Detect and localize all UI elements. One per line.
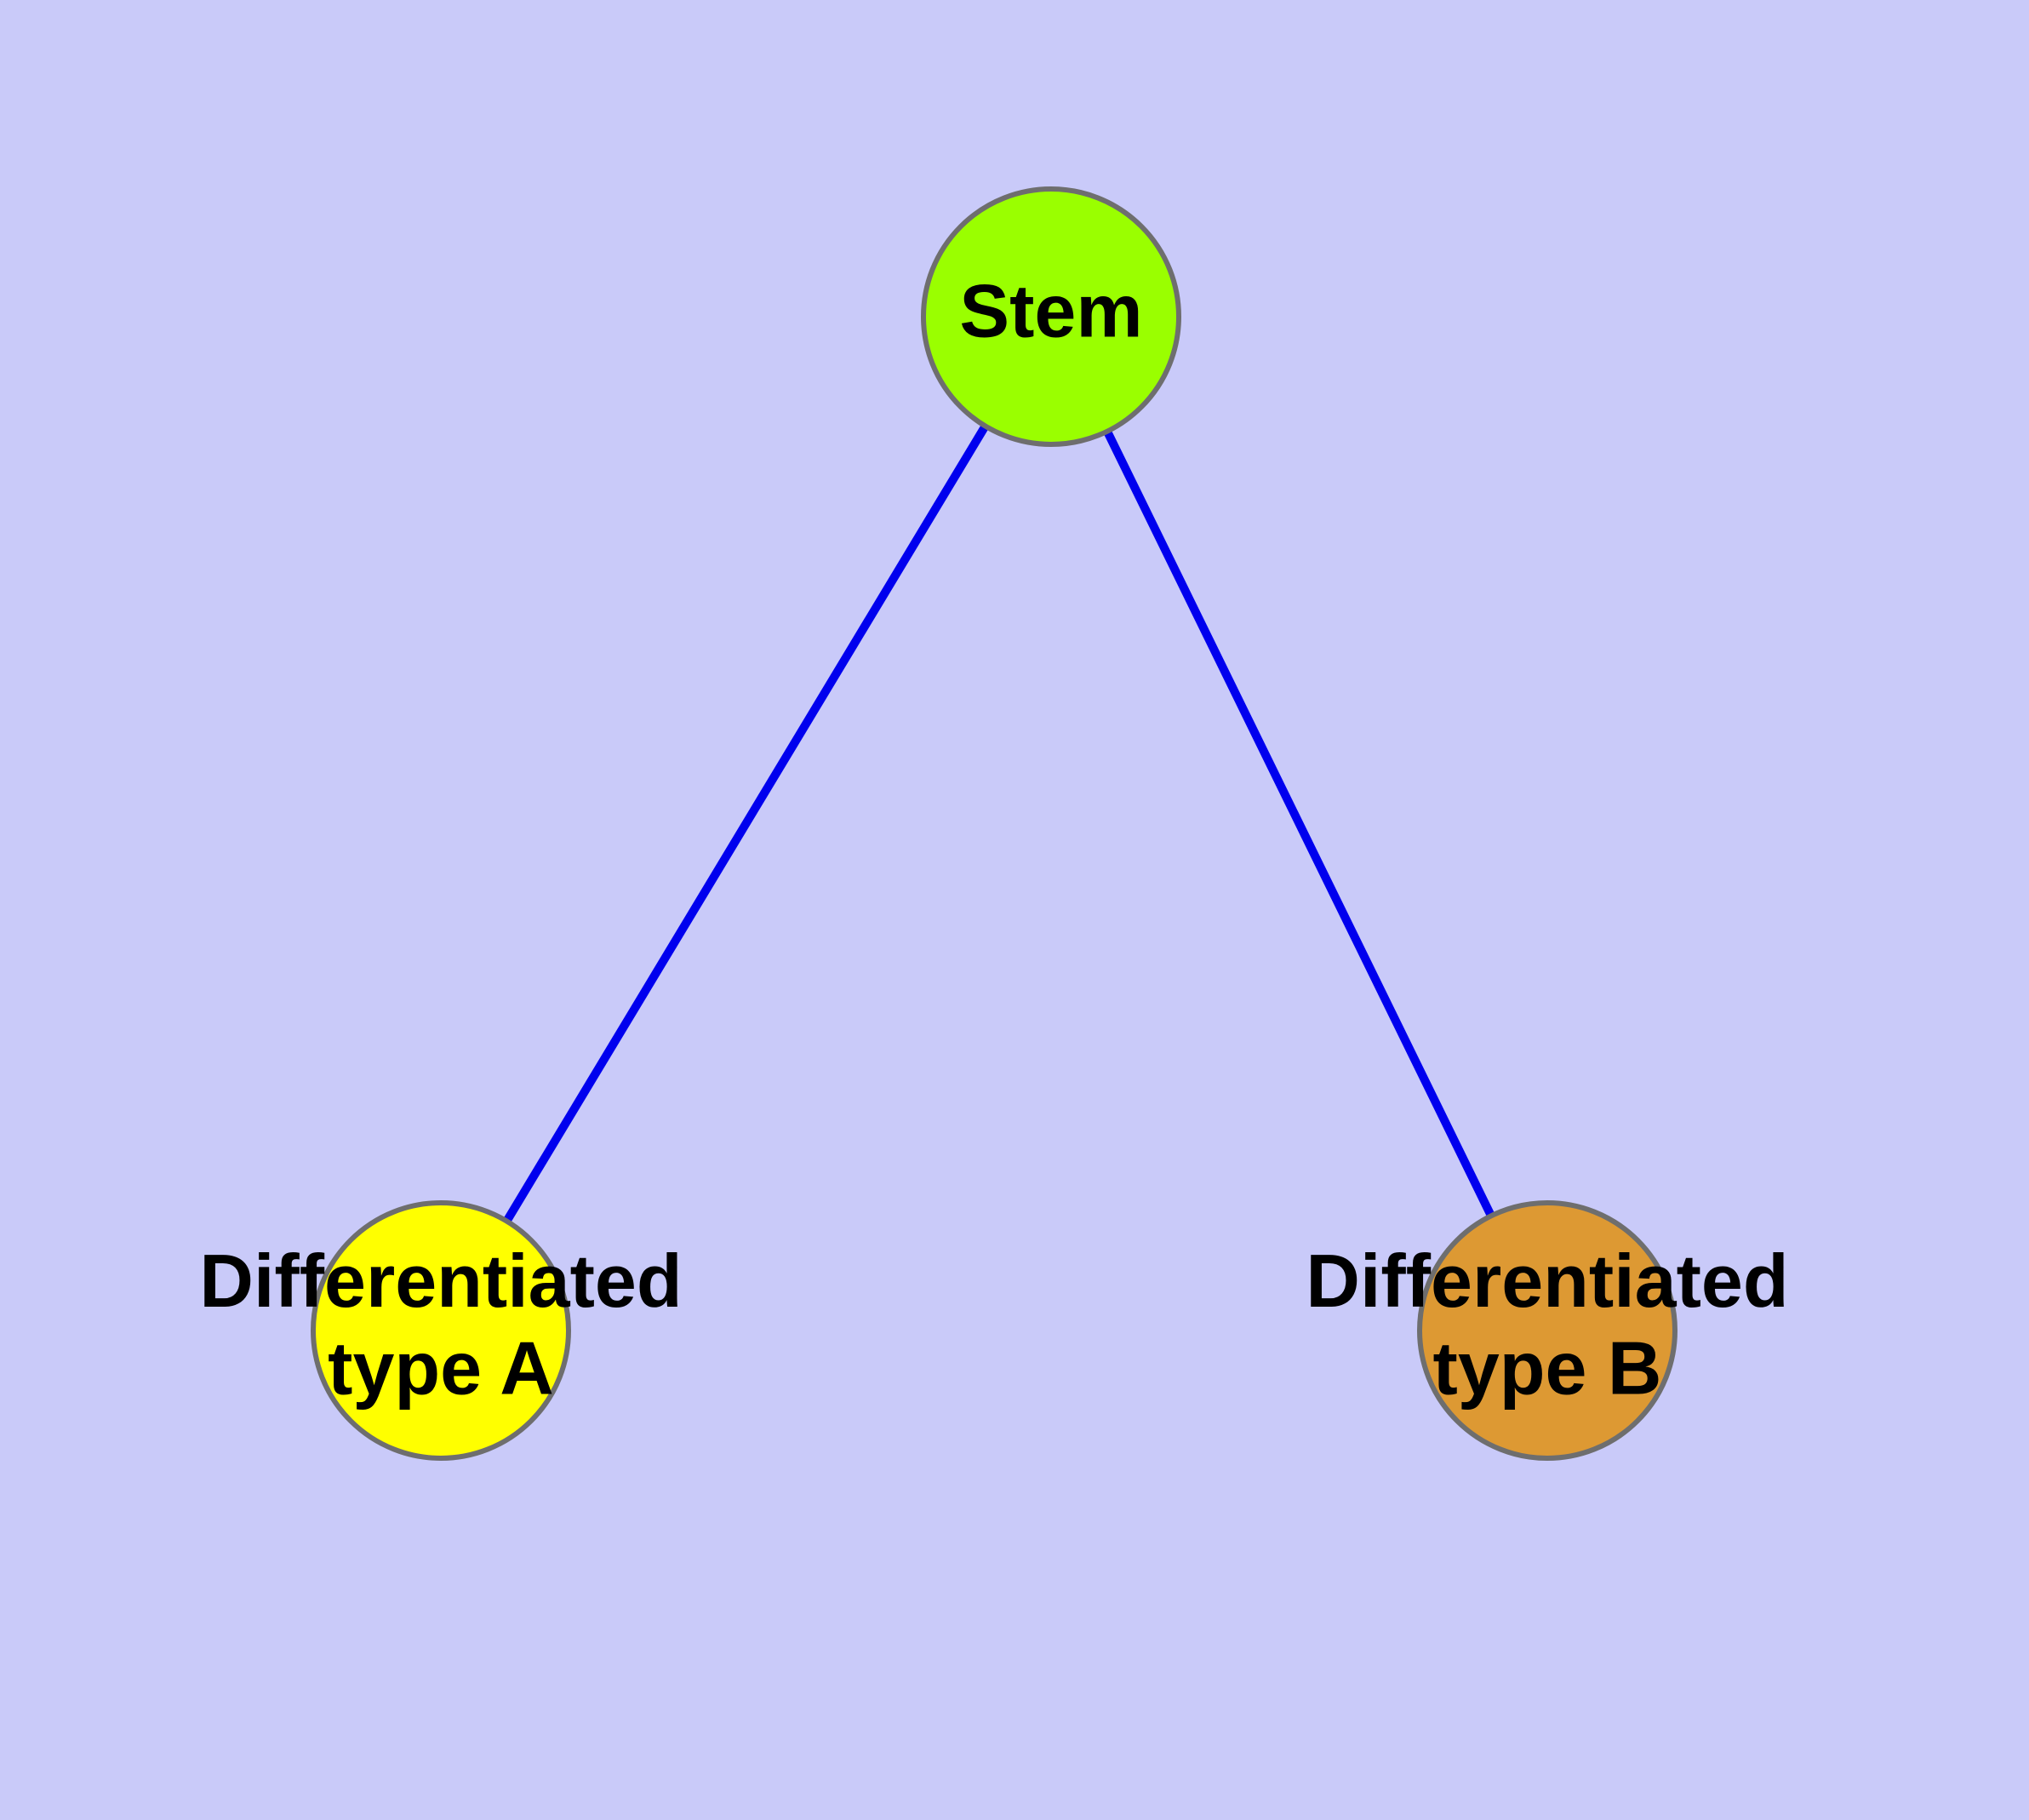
edge-stem-to-diff-a[interactable] xyxy=(437,314,1055,1333)
node-diff-b-label-line1: Differentiated xyxy=(1306,1239,1788,1323)
edge-stem-to-diff-b[interactable] xyxy=(1047,314,1552,1333)
node-diff-b-circle[interactable] xyxy=(1417,1200,1677,1461)
node-diff-b-label-line2: type B xyxy=(1433,1325,1662,1410)
node-stem[interactable] xyxy=(921,186,1181,447)
node-diff-a-label-line1: Differentiated xyxy=(199,1239,682,1323)
node-diff-a-circle[interactable] xyxy=(311,1200,571,1461)
node-stem-label: Stem xyxy=(959,268,1142,352)
node-diff-b[interactable] xyxy=(1417,1200,1677,1461)
node-diff-a[interactable] xyxy=(311,1200,571,1461)
node-stem-circle[interactable] xyxy=(921,186,1181,447)
label-layer: Stem Differentiated type A Differentiate… xyxy=(199,268,1788,1410)
edge-layer xyxy=(437,314,1552,1333)
node-diff-a-label-line2: type A xyxy=(328,1325,554,1410)
